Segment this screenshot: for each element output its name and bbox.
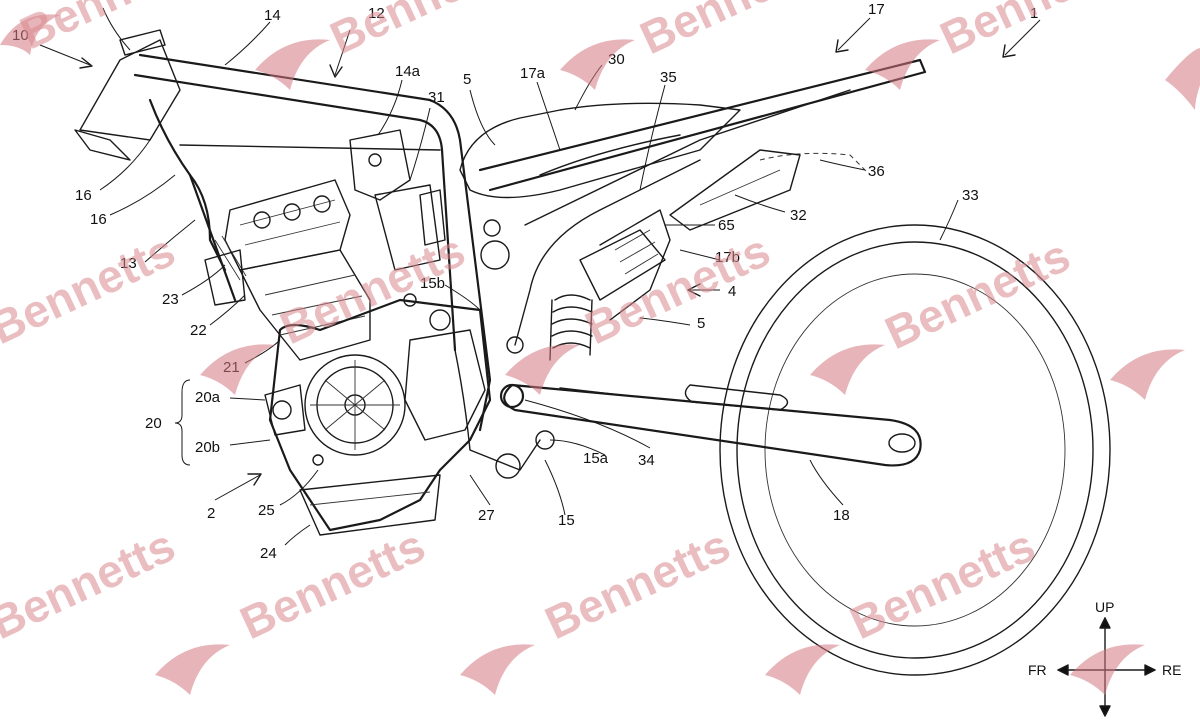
label-34: 34: [638, 452, 655, 469]
label-25: 25: [258, 502, 275, 519]
bennetts-swoosh-icon: [200, 344, 275, 395]
watermark-text: Bennetts: [322, 0, 522, 64]
label-14: 14: [264, 7, 281, 24]
label-22: 22: [190, 322, 207, 339]
label-35: 35: [660, 69, 677, 86]
direction-rear-label: RE: [1162, 662, 1181, 678]
label-17b: 17b: [715, 249, 740, 266]
watermark-text: Bennetts: [537, 519, 737, 649]
bennetts-swoosh-icon: [865, 39, 940, 90]
direction-front-label: FR: [1028, 662, 1047, 678]
label-15: 15: [558, 512, 575, 529]
rear-subframe: [459, 58, 927, 354]
bennetts-swoosh-icon: [765, 644, 840, 695]
watermark-text: Bennetts: [632, 0, 832, 64]
label-13: 13: [120, 255, 137, 272]
main-frame: [74, 29, 555, 479]
watermark-text: Bennetts: [932, 0, 1132, 64]
label-36: 36: [868, 163, 885, 180]
label-24: 24: [260, 545, 277, 562]
label-33: 33: [962, 187, 979, 204]
bennetts-swoosh-icon: [1165, 48, 1200, 110]
label-4: 4: [728, 283, 736, 300]
label-15b: 15b: [420, 275, 445, 292]
watermark-text: Bennetts: [232, 519, 432, 649]
direction-indicator: UP FR RE: [1028, 599, 1181, 717]
label-16-lower: 16: [90, 211, 107, 228]
bennetts-swoosh-icon: [1110, 349, 1185, 400]
label-32: 32: [790, 207, 807, 224]
label-2: 2: [207, 505, 215, 522]
bennetts-swoosh-icon: [505, 344, 580, 395]
reference-numerals: 1 2 4 5 5 10 12 13 14 14a 15 15a 15b 16 …: [12, 1, 1038, 562]
label-20a: 20a: [195, 389, 221, 406]
direction-up-label: UP: [1095, 599, 1114, 615]
bennetts-swoosh-icon: [810, 344, 885, 395]
watermark-text: Bennetts: [877, 229, 1077, 359]
watermark-layer: Bennetts Bennetts Bennetts Bennetts Benn…: [0, 0, 1200, 695]
bennetts-swoosh-icon: [560, 39, 635, 90]
label-23: 23: [162, 291, 179, 308]
bennetts-swoosh-icon: [0, 14, 60, 55]
label-31: 31: [428, 89, 445, 106]
label-15a: 15a: [583, 450, 609, 467]
bennetts-swoosh-icon: [255, 39, 330, 90]
watermark-text: Bennetts: [0, 224, 183, 354]
engine: [204, 179, 510, 536]
label-12: 12: [368, 5, 385, 22]
label-17: 17: [868, 1, 885, 18]
label-14a: 14a: [395, 63, 421, 80]
label-27: 27: [478, 507, 495, 524]
rear-wheel: [719, 224, 1111, 676]
reference-arrows: [39, 17, 1041, 501]
label-5-top: 5: [463, 71, 471, 88]
label-18: 18: [833, 507, 850, 524]
label-65: 65: [718, 217, 735, 234]
leader-lines: [99, 7, 959, 546]
label-17a: 17a: [520, 65, 546, 82]
bennetts-swoosh-icon: [1070, 644, 1145, 695]
label-5-side: 5: [697, 315, 705, 332]
label-16-upper: 16: [75, 187, 92, 204]
label-20b: 20b: [195, 439, 220, 456]
label-1: 1: [1030, 5, 1038, 22]
watermark-text: Bennetts: [0, 519, 183, 649]
watermark-text: Bennetts: [12, 0, 212, 59]
bennetts-swoosh-icon: [460, 644, 535, 695]
label-20: 20: [145, 415, 162, 432]
bennetts-swoosh-icon: [155, 644, 230, 695]
rear-shock: [549, 209, 671, 361]
swing-arm: [499, 383, 922, 467]
